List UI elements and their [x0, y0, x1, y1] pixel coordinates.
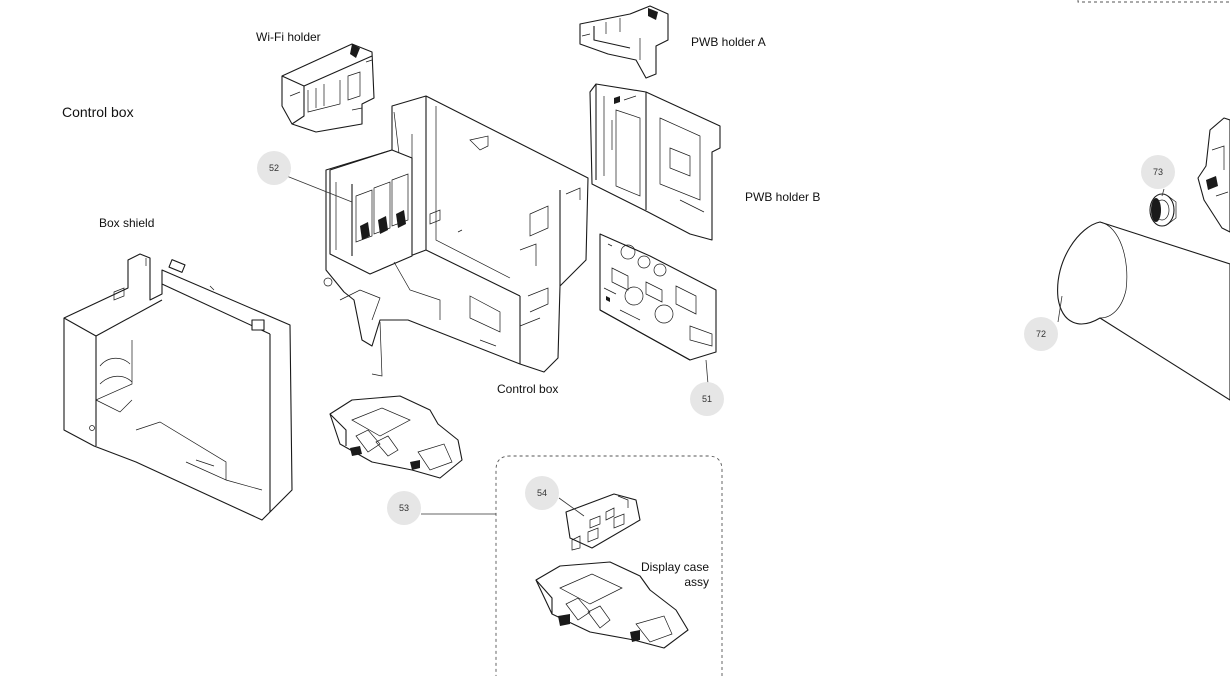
leader-54	[558, 497, 585, 517]
callout-73: 73	[1141, 155, 1175, 189]
callout-51: 51	[690, 382, 724, 416]
leader-52	[283, 174, 353, 203]
leader-51	[705, 359, 709, 385]
cylinder-drawing-72	[1057, 221, 1230, 401]
fan-motor-bracket-drawing	[1197, 117, 1230, 233]
knob-drawing-73	[1149, 193, 1177, 227]
label-display-case-line1: Display case	[640, 560, 709, 574]
label-display-case-line2: assy	[684, 575, 709, 589]
callout-54: 54	[525, 476, 559, 510]
display-case-assy-frame	[495, 455, 723, 676]
leader-72	[1057, 295, 1063, 323]
pwb-holder-a-drawing	[579, 5, 669, 79]
wifi-holder-drawing	[281, 43, 375, 133]
label-control-box: Control box	[497, 382, 559, 396]
callout-52: 52	[257, 151, 291, 185]
display-case-drawing-53	[329, 395, 463, 479]
label-pwb-holder-a: PWB holder A	[691, 35, 766, 49]
callout-72: 72	[1024, 317, 1058, 351]
label-box-shield: Box shield	[99, 216, 155, 230]
pwb-holder-b-drawing	[589, 83, 721, 241]
display-holder-drawing-54	[565, 493, 641, 551]
callout-53: 53	[387, 491, 421, 525]
label-wifi-holder: Wi-Fi holder	[256, 30, 321, 44]
diagram-title: Control box	[62, 104, 134, 120]
control-box-body-drawing	[323, 95, 589, 377]
box-shield-drawing	[63, 253, 293, 521]
pwb-board-drawing	[599, 233, 717, 361]
dashed-frame-top-right	[1077, 0, 1230, 3]
leader-73	[1161, 188, 1165, 197]
label-pwb-holder-b: PWB holder B	[745, 190, 821, 204]
display-case-assy-drawing	[535, 561, 689, 649]
